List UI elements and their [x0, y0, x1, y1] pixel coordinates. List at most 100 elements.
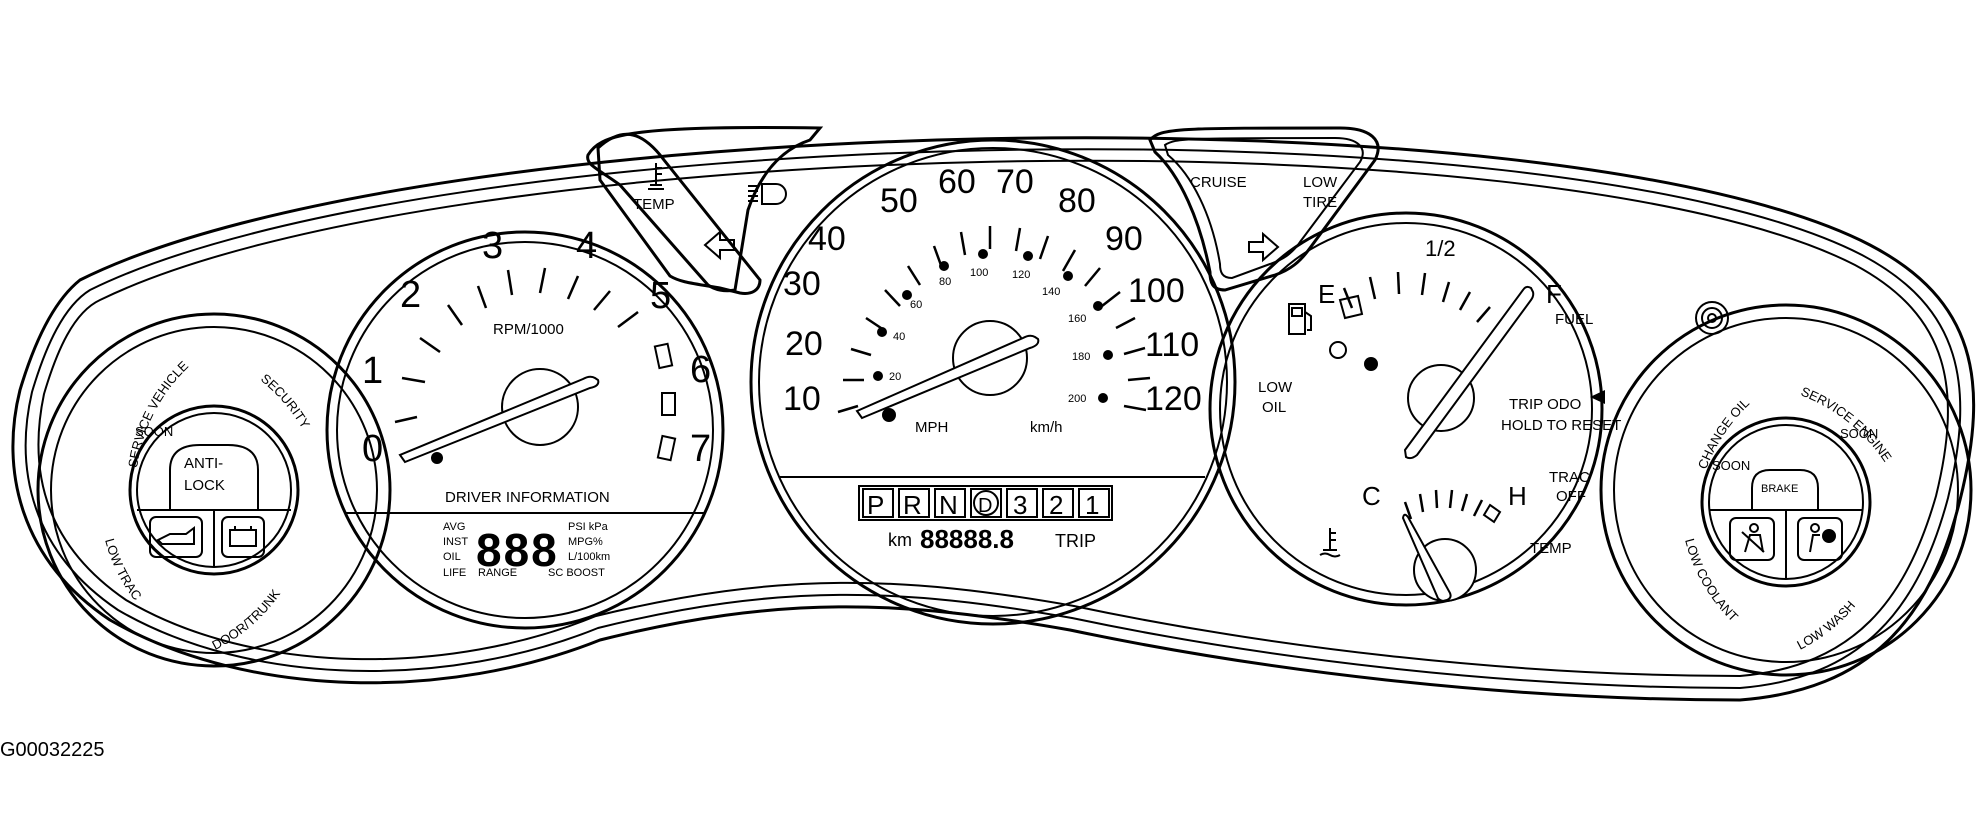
gear-d: D — [978, 495, 992, 517]
temp-needle — [1401, 513, 1477, 603]
temp-icon — [648, 163, 664, 190]
mph-110: 110 — [1145, 326, 1199, 364]
low-tire-label-line1: LOW — [1303, 174, 1338, 191]
tachometer: 0 1 2 3 4 5 6 7 RPM/1000 DRIVER INFORMAT… — [325, 225, 725, 630]
mph-70: 70 — [996, 163, 1034, 201]
tach-num-7: 7 — [690, 428, 711, 470]
driver-info-display: AVG INST OIL LIFE 888 PSI kPa MPG% L/100… — [443, 521, 610, 579]
temp-h-label: H — [1508, 481, 1527, 511]
di-digits: 888 — [476, 524, 559, 576]
mph-100: 100 — [1128, 272, 1185, 310]
right-turn-arrow-icon — [1248, 231, 1280, 263]
tach-unit-label: RPM/1000 — [493, 321, 564, 338]
selected-gear-ring — [973, 490, 999, 516]
mph-80: 80 — [1058, 182, 1096, 220]
security-label: SECURITY — [258, 371, 313, 432]
anti-lock-indicator: ANTI- LOCK — [169, 444, 259, 510]
mph-90: 90 — [1105, 220, 1143, 258]
kmh-60: 60 — [910, 299, 922, 311]
airbag-icon — [1797, 517, 1843, 561]
odo-unit: km — [888, 530, 912, 550]
di-label-psi: PSI kPa — [568, 521, 609, 533]
tach-needle — [398, 368, 600, 464]
headlight-icon — [748, 183, 787, 205]
top-right-indicator-tab: CRUISE LOW TIRE — [1148, 126, 1380, 292]
gear-n: N — [939, 490, 958, 520]
low-oil-label-line1: LOW — [1258, 379, 1293, 396]
trip-odo-reset-button[interactable] — [1590, 390, 1605, 404]
temp-high-marker — [1482, 503, 1502, 524]
temp-c-label: C — [1362, 481, 1381, 511]
mph-10: 10 — [783, 380, 821, 418]
kmh-200: 200 — [1068, 393, 1086, 405]
driver-info-header: DRIVER INFORMATION — [445, 489, 610, 506]
di-label-mpg: MPG% — [568, 536, 603, 548]
gear-p: P — [867, 490, 884, 520]
mph-20: 20 — [785, 325, 823, 363]
seatbelt-icon — [1729, 517, 1775, 561]
brake-indicator: BRAKE — [1751, 469, 1819, 510]
mph-40: 40 — [808, 220, 846, 258]
gear-r: R — [903, 490, 922, 520]
cluster-housing — [11, 136, 1976, 702]
anti-lock-label-bottom: LOCK — [184, 477, 225, 494]
figure-id-caption: G00032225 — [0, 739, 105, 761]
tach-num-4: 4 — [576, 225, 597, 267]
trac-off-label-line2: OFF — [1556, 488, 1586, 505]
brake-label: BRAKE — [1761, 483, 1798, 495]
fuel-half-label: 1/2 — [1425, 236, 1456, 261]
di-label-boost: SC BOOST — [548, 567, 605, 579]
battery-icon — [221, 516, 265, 558]
gear-1: 1 — [1085, 490, 1099, 520]
tach-num-5: 5 — [650, 275, 671, 317]
low-coolant-label: LOW COOLANT — [1682, 537, 1741, 625]
low-tire-label-line2: TIRE — [1303, 194, 1337, 211]
temp-ticks — [1403, 489, 1484, 520]
low-oil-label-line2: OIL — [1262, 399, 1286, 416]
tach-num-6: 6 — [690, 349, 711, 391]
hold-to-reset-label: HOLD TO RESET — [1501, 417, 1621, 434]
trip-odo-label: TRIP ODO — [1509, 396, 1581, 413]
fuel-e-label: E — [1318, 279, 1335, 309]
mph-50: 50 — [880, 182, 918, 220]
gear-3: 3 — [1013, 490, 1027, 520]
temp-label: TEMP — [633, 196, 675, 213]
tach-num-3: 3 — [482, 225, 503, 267]
kmh-80: 80 — [939, 276, 951, 288]
fuel-f-label: F — [1546, 279, 1562, 309]
di-label-range: RANGE — [478, 567, 517, 579]
mph-label: MPH — [915, 419, 948, 436]
di-label-inst: INST — [443, 536, 468, 548]
temp-gauge-label: TEMP — [1530, 540, 1572, 557]
tach-num-2: 2 — [400, 274, 421, 316]
fuel-ticks — [1342, 271, 1511, 336]
change-oil-soon-label: SOON — [1712, 458, 1750, 473]
tach-num-1: 1 — [362, 350, 383, 392]
speedo-kmh-dots — [873, 249, 1113, 403]
speedo-mph-ticks — [837, 226, 1151, 414]
kmh-20: 20 — [889, 371, 901, 383]
fuel-empty-circle — [1329, 341, 1347, 359]
gear-2: 2 — [1049, 490, 1063, 520]
fuel-label: FUEL — [1555, 311, 1593, 328]
fuel-needle — [1403, 285, 1535, 460]
fuel-low-marker — [1338, 294, 1364, 320]
kmh-140: 140 — [1042, 286, 1060, 298]
instrument-cluster-diagram: TEMP CRUISE LOW TIRE — [11, 125, 1976, 702]
kmh-40: 40 — [893, 331, 905, 343]
service-vehicle-soon-label: SOON — [135, 424, 173, 439]
service-engine-soon-label: SOON — [1840, 426, 1878, 441]
speedo-needle — [855, 320, 1040, 422]
mph-120: 120 — [1145, 380, 1202, 418]
mph-30: 30 — [783, 265, 821, 303]
di-label-avg: AVG — [443, 521, 465, 533]
trip-label: TRIP — [1055, 531, 1096, 551]
kmh-100: 100 — [970, 267, 988, 279]
tach-ticks — [394, 267, 639, 424]
di-label-oil: OIL — [443, 551, 461, 563]
coolant-temp-icon — [1319, 528, 1341, 558]
di-label-l100: L/100km — [568, 551, 610, 563]
kmh-label: km/h — [1030, 419, 1063, 436]
kmh-180: 180 — [1072, 351, 1090, 363]
trac-off-label-line1: TRAC — [1549, 469, 1590, 486]
